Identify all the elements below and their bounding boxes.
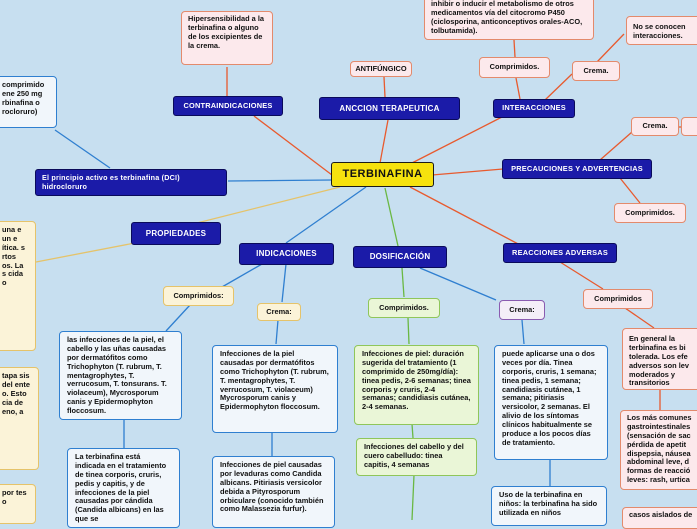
propiedades-box-2[interactable]: tapa sis del ente o. Esto cia de eno, a (0, 367, 39, 470)
dosificacion-ninos[interactable]: Uso de la terbinafina en niños: la terbi… (491, 486, 607, 526)
branch-precauciones[interactable]: PRECAUCIONES Y ADVERTENCIAS (502, 159, 652, 179)
dosificacion-infecciones-piel[interactable]: Infecciones de piel: duración sugerida d… (354, 345, 479, 425)
indicaciones-candida[interactable]: La terbinafina está indicada en el trata… (67, 448, 180, 528)
interacciones-inhibir[interactable]: inhibir o inducir el metabolismo de otro… (424, 0, 594, 40)
indicaciones-piel-crema[interactable]: Infecciones de la piel causadas por derm… (212, 345, 338, 433)
propiedades-box-1[interactable]: una e un e ítica. s rtos os. La s cida o (0, 221, 36, 351)
branch-dosificacion[interactable]: DOSIFICACIÓN (353, 246, 447, 268)
accion-antifungico[interactable]: ANTIFÚNGICO (350, 61, 412, 77)
interacciones-no-conocen[interactable]: No se conocen interacciones. (626, 16, 697, 45)
branch-propiedades[interactable]: PROPIEDADES (131, 222, 221, 245)
branch-reacciones-adversas[interactable]: REACCIONES ADVERSAS (503, 243, 617, 263)
dosificacion-aplicarse[interactable]: puede aplicarse una o dos veces por día.… (494, 345, 608, 460)
interacciones-comprimidos[interactable]: Comprimidos. (479, 57, 550, 78)
dosificacion-comprimidos[interactable]: Comprimidos. (368, 298, 440, 318)
indicaciones-crema[interactable]: Crema: (257, 303, 301, 321)
indicaciones-comprimidos[interactable]: Comprimidos: (163, 286, 234, 306)
dosificacion-crema[interactable]: Crema: (499, 300, 545, 320)
branch-principio-activo[interactable]: El principio activo es terbinafina (DCI)… (35, 169, 227, 196)
precauciones-comprimidos[interactable]: Comprimidos. (614, 203, 686, 223)
branch-accion-terapeutica[interactable]: ANCCION TERAPEUTICA (319, 97, 460, 120)
indicaciones-piel-comprimidos[interactable]: las infecciones de la piel, el cabello y… (59, 331, 182, 420)
precauciones-crema-edge[interactable] (681, 117, 697, 136)
reacciones-aislados[interactable]: casos aislados de (622, 507, 697, 529)
contra-hipersensibilidad[interactable]: Hipersensibilidad a la terbinafina o alg… (181, 11, 273, 65)
interacciones-crema[interactable]: Crema. (572, 61, 620, 81)
reacciones-comunes[interactable]: Los más comunes gastrointestinales (sens… (620, 410, 697, 490)
root-node[interactable]: TERBINAFINA (331, 162, 434, 187)
branch-indicaciones[interactable]: INDICACIONES (239, 243, 334, 265)
indicaciones-levaduras[interactable]: Infecciones de piel causadas por levadur… (212, 456, 335, 528)
comprimido-composicion[interactable]: comprimido ene 250 mg rbinafina o roclor… (0, 76, 57, 128)
reacciones-comprimidos[interactable]: Comprimidos (583, 289, 653, 309)
precauciones-crema[interactable]: Crema. (631, 117, 679, 136)
reacciones-tolerada[interactable]: En general la terbinafina es bi tolerada… (622, 328, 697, 390)
branch-contraindicaciones[interactable]: CONTRAINDICACIONES (173, 96, 283, 116)
branch-interacciones[interactable]: INTERACCIONES (493, 99, 575, 118)
propiedades-box-3[interactable]: por tes o (0, 484, 36, 524)
dosificacion-infecciones-cabello[interactable]: Infecciones del cabello y del cuero cabe… (356, 438, 477, 476)
